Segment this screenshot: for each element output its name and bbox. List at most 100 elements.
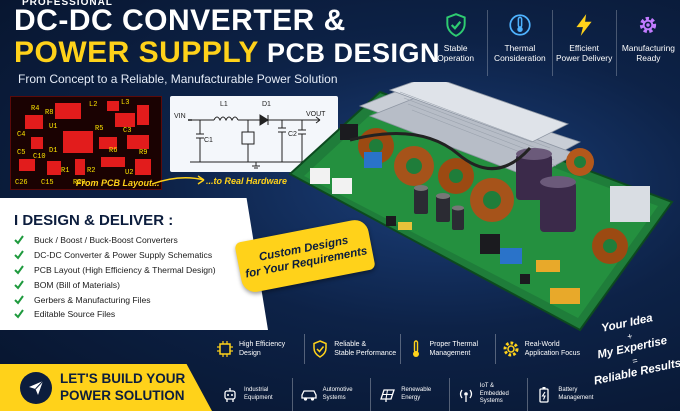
pcb-pad bbox=[31, 137, 43, 149]
pcb-label: C5 bbox=[17, 149, 26, 157]
check-icon bbox=[14, 294, 24, 305]
application-label: Automotive bbox=[322, 387, 353, 393]
gear-icon bbox=[503, 341, 519, 357]
cta-icon-circle[interactable] bbox=[20, 372, 52, 404]
caption-to-hardware: ...to Real Hardware bbox=[206, 176, 288, 186]
pcb-label: R8 bbox=[45, 109, 54, 117]
chip-icon bbox=[217, 341, 233, 357]
pcb-layout-image: R4 R8 L2 L3 C4 U1 R5 C3 D1 R6 C5 R9 C10 … bbox=[10, 96, 162, 190]
application-label: Renewable bbox=[401, 387, 432, 393]
pcb-pad bbox=[99, 137, 117, 149]
cta-line1: LET'S BUILD YOUR bbox=[60, 371, 186, 386]
deliverables-heading: I DESIGN & DELIVER : bbox=[14, 212, 174, 229]
iot-antenna-icon bbox=[459, 389, 472, 402]
pcb-pad bbox=[19, 159, 35, 171]
schematic-vout-label: VOUT bbox=[306, 111, 326, 118]
pcb-pad bbox=[63, 131, 93, 153]
pcb-board-image bbox=[288, 82, 674, 332]
shield-icon bbox=[313, 340, 327, 358]
gear-icon bbox=[640, 16, 657, 34]
caption-from-pcb: From PCB Layout... bbox=[76, 178, 160, 188]
pcb-label: R1 bbox=[61, 167, 70, 175]
feature-label: Thermal bbox=[504, 43, 536, 53]
pcb-pad bbox=[47, 161, 61, 175]
pcb-label: C4 bbox=[17, 131, 26, 139]
check-icon bbox=[14, 250, 24, 260]
list-item: Buck / Boost / Buck-Boost Converters bbox=[14, 233, 268, 248]
pcb-label: C26 bbox=[15, 179, 28, 187]
deliverable-text: Buck / Boost / Buck-Boost Converters bbox=[34, 235, 178, 246]
highlight-label: Stable Performance bbox=[334, 350, 397, 357]
list-item: Editable Source Files bbox=[14, 307, 268, 322]
pcb-label: L3 bbox=[121, 99, 130, 107]
highlight-label: Management bbox=[429, 350, 471, 357]
pcb-label: C10 bbox=[33, 153, 46, 161]
check-icon bbox=[14, 265, 24, 275]
title-highlight: POWER SUPPLY bbox=[14, 36, 259, 69]
pcb-pad bbox=[137, 105, 149, 125]
pcb-label: C15 bbox=[41, 179, 54, 187]
application-label: Systems bbox=[322, 394, 346, 401]
pcb-pad bbox=[101, 157, 125, 167]
cta-text[interactable]: LET'S BUILD YOUR POWER SOLUTION bbox=[60, 370, 185, 404]
shield-check-icon bbox=[445, 13, 466, 37]
highlight-label: Reliable & bbox=[334, 341, 367, 348]
highlight-label: High Efficiency bbox=[239, 341, 286, 348]
deliverable-text: PCB Layout (High Efficiency & Thermal De… bbox=[34, 264, 216, 275]
schematic-l1-label: L1 bbox=[220, 101, 228, 108]
list-item: PCB Layout (High Efficiency & Thermal De… bbox=[14, 263, 268, 278]
application-label: Battery bbox=[558, 387, 578, 393]
battery-icon bbox=[539, 386, 550, 403]
pcb-label: R6 bbox=[109, 147, 118, 155]
thermometer-icon bbox=[412, 340, 419, 357]
pcb-label: U2 bbox=[125, 169, 134, 177]
schematic-d1-label: D1 bbox=[262, 101, 271, 108]
deliverables-list: Buck / Boost / Buck-Boost Converters DC-… bbox=[14, 233, 268, 322]
application-label: Equipment bbox=[244, 394, 273, 401]
title-line1: DC-DC CONVERTER & bbox=[14, 4, 346, 37]
highlight-reliable: Reliable & Stable Performance bbox=[304, 334, 399, 364]
feature-label: Operation bbox=[437, 53, 475, 63]
highlight-label: Design bbox=[239, 350, 261, 357]
schematic-c1-label: C1 bbox=[204, 137, 213, 144]
pcb-pad bbox=[135, 159, 151, 175]
lightning-icon bbox=[576, 14, 592, 36]
subtitle: From Concept to a Reliable, Manufacturab… bbox=[18, 72, 338, 86]
check-icon bbox=[14, 309, 24, 319]
pcb-label: R4 bbox=[31, 105, 40, 113]
deliverable-text: DC-DC Converter & Power Supply Schematic… bbox=[34, 250, 213, 261]
pcb-pad bbox=[127, 135, 149, 149]
schematic-c2-label: C2 bbox=[288, 131, 297, 138]
pcb-label: L2 bbox=[89, 101, 98, 109]
pcb-label: R2 bbox=[87, 167, 96, 175]
application-label: Management bbox=[558, 394, 594, 401]
deliverable-text: Gerbers & Manufacturing Files bbox=[34, 294, 151, 305]
feature-label: Manufacturing bbox=[621, 43, 675, 53]
feature-label: Ready bbox=[636, 53, 661, 63]
deliverable-text: Editable Source Files bbox=[34, 309, 116, 320]
title-rest: PCB DESIGN bbox=[258, 38, 440, 68]
pcb-pad bbox=[25, 115, 43, 129]
pcb-label: D1 bbox=[49, 147, 58, 155]
application-label: Systems bbox=[479, 398, 503, 405]
application-label: IoT & bbox=[479, 383, 495, 390]
title-line2: POWER SUPPLY PCB DESIGN bbox=[14, 36, 440, 70]
pcb-pad bbox=[115, 113, 135, 127]
application-label: Energy bbox=[401, 394, 421, 401]
pcb-label: R9 bbox=[139, 149, 148, 157]
deliverables-panel: I DESIGN & DELIVER : Buck / Boost / Buck… bbox=[0, 198, 268, 330]
